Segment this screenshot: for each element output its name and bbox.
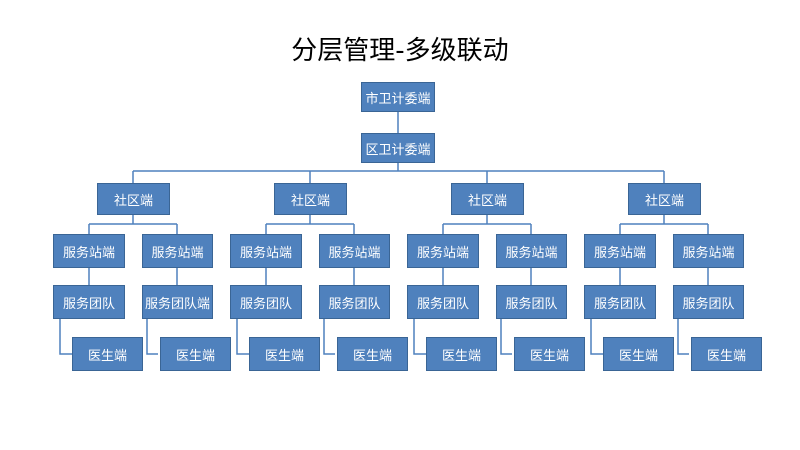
connector-line xyxy=(500,319,512,355)
node-doctor: 医生端 xyxy=(249,337,320,371)
connector-line xyxy=(59,319,72,355)
node-service-team: 服务团队 xyxy=(407,285,479,319)
node-doctor: 医生端 xyxy=(160,337,231,371)
node-service-team: 服务团队 xyxy=(673,285,744,319)
node-service-team: 服务团队端 xyxy=(142,285,213,319)
connector-line xyxy=(677,319,689,355)
connector-line xyxy=(323,319,335,355)
node-doctor: 医生端 xyxy=(691,337,762,371)
node-community: 社区端 xyxy=(451,183,524,215)
node-community: 社区端 xyxy=(274,183,347,215)
node-district: 区卫计委端 xyxy=(361,133,435,163)
connector-line xyxy=(146,319,158,355)
node-service-station: 服务站端 xyxy=(496,234,567,268)
node-service-team: 服务团队 xyxy=(584,285,656,319)
node-service-station: 服务站端 xyxy=(142,234,213,268)
node-service-station: 服务站端 xyxy=(53,234,125,268)
node-doctor: 医生端 xyxy=(72,337,143,371)
node-community: 社区端 xyxy=(628,183,701,215)
node-service-station: 服务站端 xyxy=(584,234,656,268)
connector-line xyxy=(413,319,426,355)
node-service-station: 服务站端 xyxy=(230,234,302,268)
node-service-station: 服务站端 xyxy=(407,234,479,268)
page-title: 分层管理-多级联动 xyxy=(291,36,509,66)
node-doctor: 医生端 xyxy=(426,337,497,371)
connector-line xyxy=(236,319,249,355)
node-service-team: 服务团队 xyxy=(53,285,125,319)
connector-line xyxy=(590,319,603,355)
node-service-team: 服务团队 xyxy=(230,285,302,319)
node-doctor: 医生端 xyxy=(514,337,585,371)
node-service-station: 服务站端 xyxy=(673,234,744,268)
node-service-team: 服务团队 xyxy=(496,285,567,319)
node-service-station: 服务站端 xyxy=(319,234,390,268)
node-doctor: 医生端 xyxy=(337,337,408,371)
node-doctor: 医生端 xyxy=(603,337,674,371)
node-community: 社区端 xyxy=(97,183,170,215)
node-city: 市卫计委端 xyxy=(361,82,435,112)
node-service-team: 服务团队 xyxy=(319,285,390,319)
